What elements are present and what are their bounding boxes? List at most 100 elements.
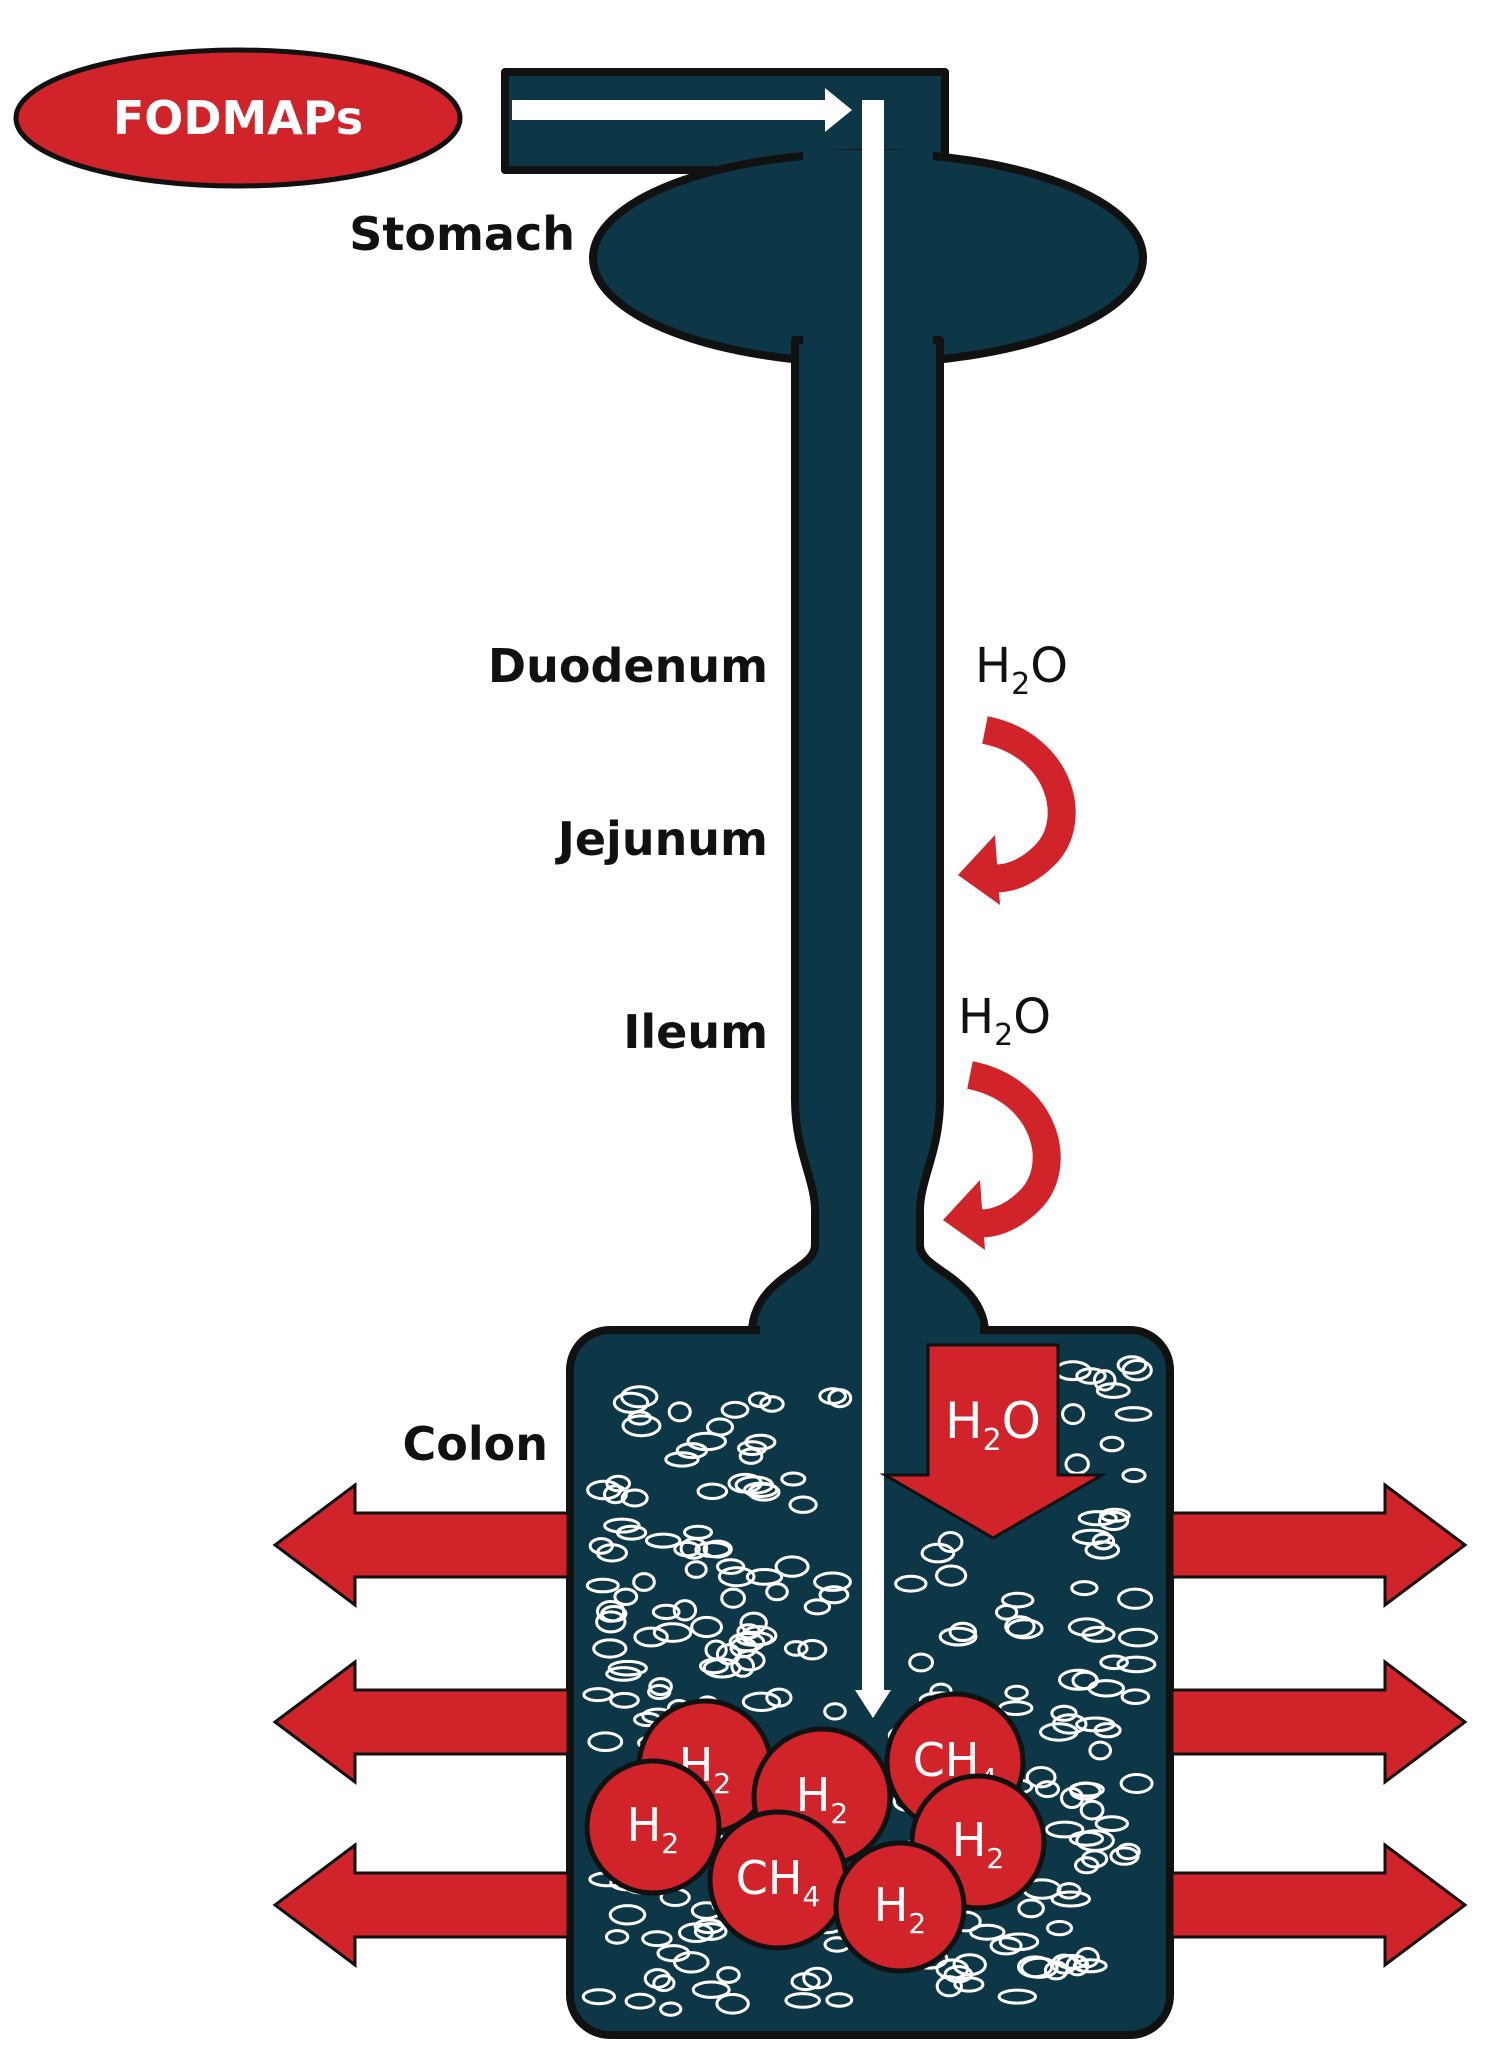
bubble	[1050, 1890, 1092, 1908]
gas-bubble: CH4	[707, 1809, 849, 1951]
gas-circle	[833, 1840, 967, 1974]
water-arrowhead-lower	[943, 1180, 985, 1250]
bubble	[1046, 1920, 1073, 1937]
bubble	[647, 1684, 672, 1700]
bubble	[652, 1974, 676, 1993]
gas-bubbles: H2H2CH4H2H2CH4H2	[584, 1691, 1047, 1974]
fodmaps-label: FODMAPs	[113, 91, 363, 145]
distension-arrow-left-3	[272, 1842, 570, 1968]
water-curved-arrow-lower	[966, 1061, 1061, 1238]
bubble	[1079, 1799, 1105, 1821]
bubble	[1094, 1815, 1130, 1832]
colon-label: Colon	[403, 1417, 548, 1471]
bubble	[608, 1904, 647, 1926]
bubble	[813, 1571, 852, 1592]
bubble	[788, 1495, 818, 1514]
gas-label: H2	[796, 1768, 848, 1830]
bubble	[1121, 1467, 1147, 1484]
bubble	[1099, 1507, 1131, 1523]
bubble	[596, 1543, 628, 1563]
bubble	[938, 1626, 978, 1647]
bubble	[1121, 1359, 1153, 1382]
bubble	[624, 1992, 656, 2010]
bubble	[673, 1540, 701, 1558]
water-down-arrow: H2O	[879, 1343, 1108, 1540]
bubble	[730, 1654, 756, 1678]
bubble	[827, 1388, 853, 1409]
bubble	[734, 1475, 774, 1495]
bubble	[648, 1677, 673, 1697]
bubble	[738, 1447, 764, 1465]
bubble	[587, 1731, 624, 1752]
bubble	[1114, 1406, 1153, 1422]
bubble	[969, 1923, 1006, 1941]
bubble	[803, 1598, 832, 1616]
bubble	[679, 1537, 709, 1560]
bubble	[953, 1976, 985, 1993]
bubble	[1004, 1684, 1029, 1701]
flow-arrow	[512, 88, 891, 1718]
bubble	[1098, 1510, 1130, 1532]
bubble	[717, 1566, 756, 1588]
bubble	[620, 1488, 649, 1508]
bubble	[737, 1440, 768, 1456]
water-label-upper: H2O	[975, 638, 1068, 702]
bubble	[673, 1951, 710, 1974]
bubble	[1056, 1882, 1082, 1900]
bubble	[652, 1622, 693, 1643]
gas-label: H2	[627, 1798, 679, 1860]
bubble	[735, 1630, 774, 1647]
ileum-label: Ileum	[623, 1005, 768, 1059]
bubble	[1099, 1654, 1129, 1671]
bubble	[1092, 1369, 1117, 1392]
bubble	[1117, 1627, 1159, 1648]
bubble	[935, 1958, 970, 1980]
gas-label: H2	[874, 1878, 926, 1940]
gas-label: CH4	[736, 1851, 821, 1913]
bubble	[774, 1555, 810, 1578]
gas-circle	[584, 1758, 722, 1896]
bubble	[633, 1626, 669, 1648]
bubble	[651, 1603, 681, 1621]
bubble	[1039, 1722, 1079, 1742]
bubble	[1077, 1510, 1118, 1527]
bubble	[1061, 1403, 1086, 1426]
bubble	[595, 1610, 627, 1634]
bubble	[759, 1395, 785, 1413]
bubble	[948, 1621, 977, 1643]
fodmaps-ellipse	[13, 47, 463, 189]
bubble	[1017, 1898, 1045, 1919]
flow-arrow-head	[855, 1690, 891, 1718]
bubble	[1088, 1740, 1112, 1761]
gas-bubble: H2	[584, 1758, 722, 1896]
distension-arrow-left-2	[272, 1659, 570, 1785]
bubble	[675, 1442, 709, 1460]
bubble	[1035, 1780, 1060, 1799]
bubble	[720, 1400, 750, 1419]
bubble	[745, 1568, 784, 1586]
bubble	[1025, 1766, 1057, 1789]
bubble	[1075, 1716, 1116, 1733]
distension-arrow-left-1	[272, 1482, 570, 1608]
bubble	[1091, 1532, 1116, 1551]
bubble	[603, 1517, 641, 1534]
fodmaps-badge: FODMAPs	[13, 47, 463, 189]
bubble	[613, 1587, 639, 1607]
bubble	[1116, 1355, 1148, 1375]
distension-arrows	[272, 1482, 1468, 1968]
bubble	[699, 1658, 729, 1675]
bubble	[678, 1922, 714, 1943]
water-label-lower: H2O	[958, 989, 1051, 1053]
bubble	[952, 1953, 987, 1977]
bubble	[659, 2001, 683, 2017]
bubble	[995, 1604, 1019, 1621]
bubble	[581, 1988, 617, 2006]
bubble	[1067, 1617, 1106, 1637]
bubble	[693, 1918, 725, 1935]
bubble	[1050, 1704, 1078, 1722]
bubble	[603, 1484, 628, 1505]
bubble	[667, 1401, 692, 1423]
bubble	[641, 1930, 673, 1948]
bubble	[684, 1560, 708, 1579]
bubble	[620, 1385, 659, 1409]
